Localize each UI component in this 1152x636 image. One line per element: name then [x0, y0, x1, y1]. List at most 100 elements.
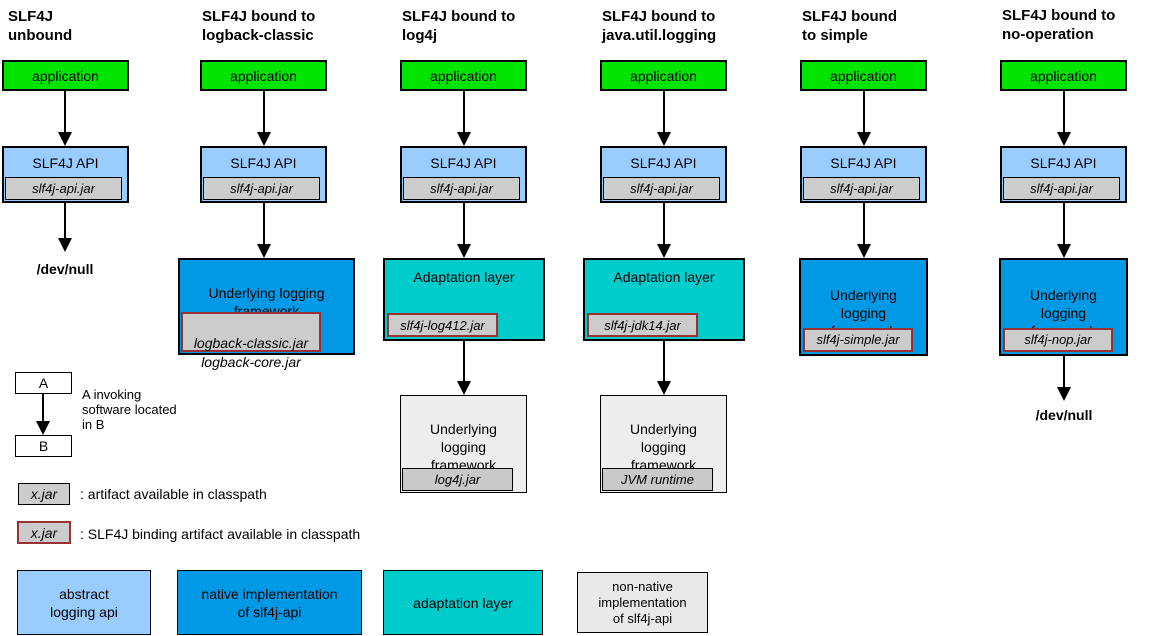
- arrow-head: [657, 381, 671, 395]
- application-box: application: [600, 60, 727, 91]
- application-label: application: [230, 67, 297, 84]
- arrow-shaft: [663, 341, 665, 382]
- key-label: non-native implementation of slf4j-api: [598, 578, 687, 626]
- column-title-log4j: SLF4J bound to log4j: [402, 8, 516, 44]
- underlying-framework-label: Underlying logging framework: [430, 421, 497, 473]
- dev-null-label: /dev/null: [36, 261, 94, 277]
- arrow-shaft: [463, 91, 465, 133]
- legend-ab-caption: A invoking software located in B: [82, 387, 177, 432]
- slf4j-api-jar: slf4j-api.jar: [203, 177, 320, 200]
- column-title-simple: SLF4J bound to simple: [802, 8, 897, 44]
- arrow-head: [58, 238, 72, 252]
- column-title-logback: SLF4J bound to logback-classic: [202, 8, 316, 44]
- adaptation-layer-label: Adaptation layer: [613, 269, 715, 285]
- arrow-shaft: [863, 91, 865, 133]
- arrow-head: [857, 244, 871, 258]
- slf4j-api-box: SLF4J API slf4j-api.jar: [800, 146, 927, 203]
- arrow-shaft: [463, 341, 465, 382]
- binding-jar: slf4j-nop.jar: [1003, 328, 1113, 352]
- jar-label: slf4j-nop.jar: [1024, 332, 1092, 347]
- underlying-framework-box: Underlying logging framework logback-cla…: [178, 258, 355, 370]
- jar-label: x.jar: [30, 486, 58, 502]
- underlying-framework-box: Underlying logging framework log4j.jar: [400, 395, 527, 493]
- legend-artifact-caption: : artifact available in classpath: [80, 486, 267, 502]
- slf4j-api-jar: slf4j-api.jar: [803, 177, 920, 200]
- legend-box-a: A: [15, 372, 72, 394]
- application-box: application: [1000, 60, 1127, 91]
- arrow-shaft: [42, 394, 44, 422]
- legend-box-b-label: B: [38, 438, 49, 454]
- jar-label: slf4j-simple.jar: [816, 332, 900, 347]
- application-label: application: [1030, 67, 1097, 84]
- slf4j-api-jar: slf4j-api.jar: [403, 177, 520, 200]
- jar-label: slf4j-api.jar: [830, 181, 893, 196]
- slf4j-api-box: SLF4J API slf4j-api.jar: [1000, 146, 1127, 203]
- arrow-shaft: [263, 91, 265, 133]
- column-title-nop: SLF4J bound to no-operation: [1002, 7, 1116, 43]
- legend-box-b: B: [15, 435, 72, 457]
- arrow-head: [657, 244, 671, 258]
- application-label: application: [830, 67, 897, 84]
- column-title-unbound: SLF4J unbound: [8, 8, 73, 44]
- arrow-shaft: [263, 203, 265, 245]
- arrow-shaft: [663, 203, 665, 245]
- framework-jar: JVM runtime: [602, 468, 713, 491]
- arrow-head: [857, 132, 871, 146]
- jar-label: slf4j-api.jar: [1030, 181, 1093, 196]
- application-box: application: [200, 60, 327, 91]
- slf4j-api-label: SLF4J API: [230, 155, 297, 171]
- key-label: abstract logging api: [50, 585, 118, 620]
- arrow-shaft: [463, 203, 465, 245]
- key-label: adaptation layer: [413, 594, 513, 611]
- arrow-head: [457, 381, 471, 395]
- jar-label: x.jar: [30, 524, 58, 541]
- adaptation-layer-box: Adaptation layer slf4j-jdk14.jar: [583, 258, 745, 341]
- binding-jar: slf4j-simple.jar: [803, 328, 913, 352]
- arrow-head: [1057, 387, 1071, 401]
- application-box: application: [400, 60, 527, 91]
- arrow-head: [257, 132, 271, 146]
- underlying-framework-box: Underlying logging framework slf4j-nop.j…: [999, 258, 1128, 356]
- arrow-shaft: [1063, 203, 1065, 245]
- slf4j-api-label: SLF4J API: [32, 155, 99, 171]
- column-title-jul: SLF4J bound to java.util.logging: [602, 8, 717, 44]
- binding-jar: logback-classic.jar logback-core.jar: [181, 312, 321, 370]
- arrow-head: [457, 132, 471, 146]
- key-adaptation-layer: adaptation layer: [383, 570, 543, 635]
- arrow-head: [1057, 132, 1071, 146]
- binding-jar: slf4j-jdk14.jar: [587, 313, 698, 337]
- arrow-head: [257, 244, 271, 258]
- legend-artifact-jar: x.jar: [18, 483, 70, 505]
- underlying-framework-box: Underlying logging framework slf4j-simpl…: [799, 258, 928, 356]
- slf4j-api-label: SLF4J API: [1030, 155, 1097, 171]
- adaptation-layer-box: Adaptation layer slf4j-log412.jar: [383, 258, 545, 341]
- application-label: application: [430, 67, 497, 84]
- underlying-framework-box: Underlying logging framework JVM runtime: [600, 395, 727, 493]
- arrow-shaft: [64, 91, 66, 133]
- key-native-implementation: native implementation of slf4j-api: [177, 570, 362, 635]
- legend-box-a-label: A: [38, 375, 49, 391]
- slf4j-api-label: SLF4J API: [430, 155, 497, 171]
- key-non-native-implementation: non-native implementation of slf4j-api: [577, 572, 708, 633]
- slf4j-api-jar: slf4j-api.jar: [603, 177, 720, 200]
- framework-jar: log4j.jar: [402, 468, 513, 491]
- arrow-head: [58, 132, 72, 146]
- slf4j-api-box: SLF4J API slf4j-api.jar: [200, 146, 327, 203]
- legend-binding-caption: : SLF4J binding artifact available in cl…: [80, 526, 361, 542]
- jar-label: slf4j-jdk14.jar: [604, 317, 681, 333]
- adaptation-layer-label: Adaptation layer: [413, 269, 515, 285]
- key-label: native implementation of slf4j-api: [201, 585, 338, 620]
- jar-label: JVM runtime: [621, 471, 694, 487]
- slf4j-api-label: SLF4J API: [830, 155, 897, 171]
- arrow-head: [1057, 244, 1071, 258]
- arrow-shaft: [663, 91, 665, 133]
- slf4j-api-box: SLF4J API slf4j-api.jar: [600, 146, 727, 203]
- arrow-head: [36, 421, 50, 435]
- application-box: application: [800, 60, 927, 91]
- jar-label: slf4j-api.jar: [430, 181, 493, 196]
- arrow-head: [657, 132, 671, 146]
- key-abstract-logging-api: abstract logging api: [17, 570, 151, 635]
- slf4j-api-jar: slf4j-api.jar: [5, 177, 122, 200]
- jar-label: slf4j-api.jar: [32, 181, 95, 196]
- arrow-shaft: [64, 203, 66, 239]
